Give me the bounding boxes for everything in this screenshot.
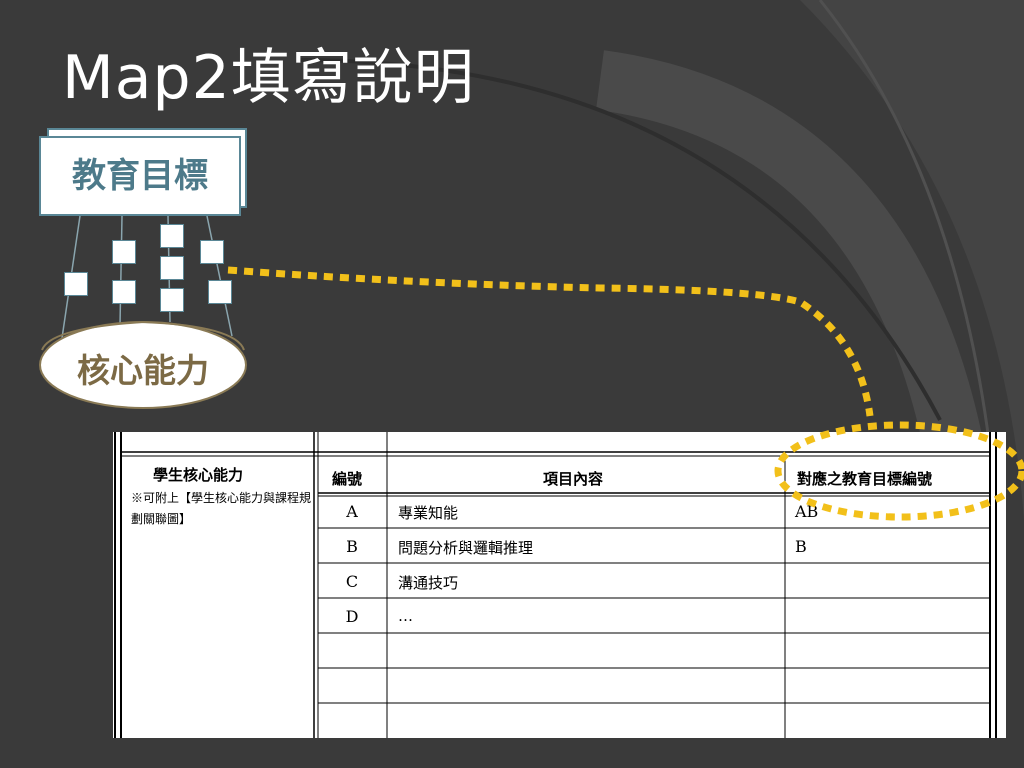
goal-box: 教育目標 bbox=[39, 136, 241, 216]
ability-square bbox=[208, 280, 232, 304]
header-mapping: 對應之教育目標編號 bbox=[797, 470, 933, 488]
row-code: C bbox=[345, 572, 359, 591]
core-ability-label: 核心能力 bbox=[77, 351, 209, 390]
row-mapping: AB bbox=[795, 502, 819, 521]
ability-square bbox=[112, 240, 136, 264]
ability-square bbox=[160, 224, 184, 248]
row-content: 溝通技巧 bbox=[398, 574, 459, 592]
slide-title: Map2填寫說明 bbox=[62, 43, 475, 113]
header-content: 項目內容 bbox=[543, 470, 604, 488]
core-ability-table: 學生核心能力 ※可附上【學生核心能力與課程規劃關聯圖】 編號 項目內容 對應之教… bbox=[113, 432, 1006, 738]
table-note: ※可附上【學生核心能力與課程規劃關聯圖】 bbox=[131, 491, 312, 526]
ability-square bbox=[160, 256, 184, 280]
ability-square bbox=[160, 288, 184, 312]
ability-square bbox=[64, 272, 88, 296]
row-code: D bbox=[345, 607, 359, 626]
row-code: B bbox=[346, 537, 358, 556]
row-content: 專業知能 bbox=[398, 504, 459, 522]
row-code: A bbox=[346, 502, 358, 521]
row-content: 問題分析與邏輯推理 bbox=[398, 539, 534, 557]
ability-square bbox=[200, 240, 224, 264]
header-code: 編號 bbox=[332, 470, 363, 488]
row-mapping: B bbox=[795, 537, 807, 556]
header-core-ability: 學生核心能力 bbox=[153, 466, 244, 484]
ability-square bbox=[112, 280, 136, 304]
row-content: … bbox=[398, 607, 413, 625]
